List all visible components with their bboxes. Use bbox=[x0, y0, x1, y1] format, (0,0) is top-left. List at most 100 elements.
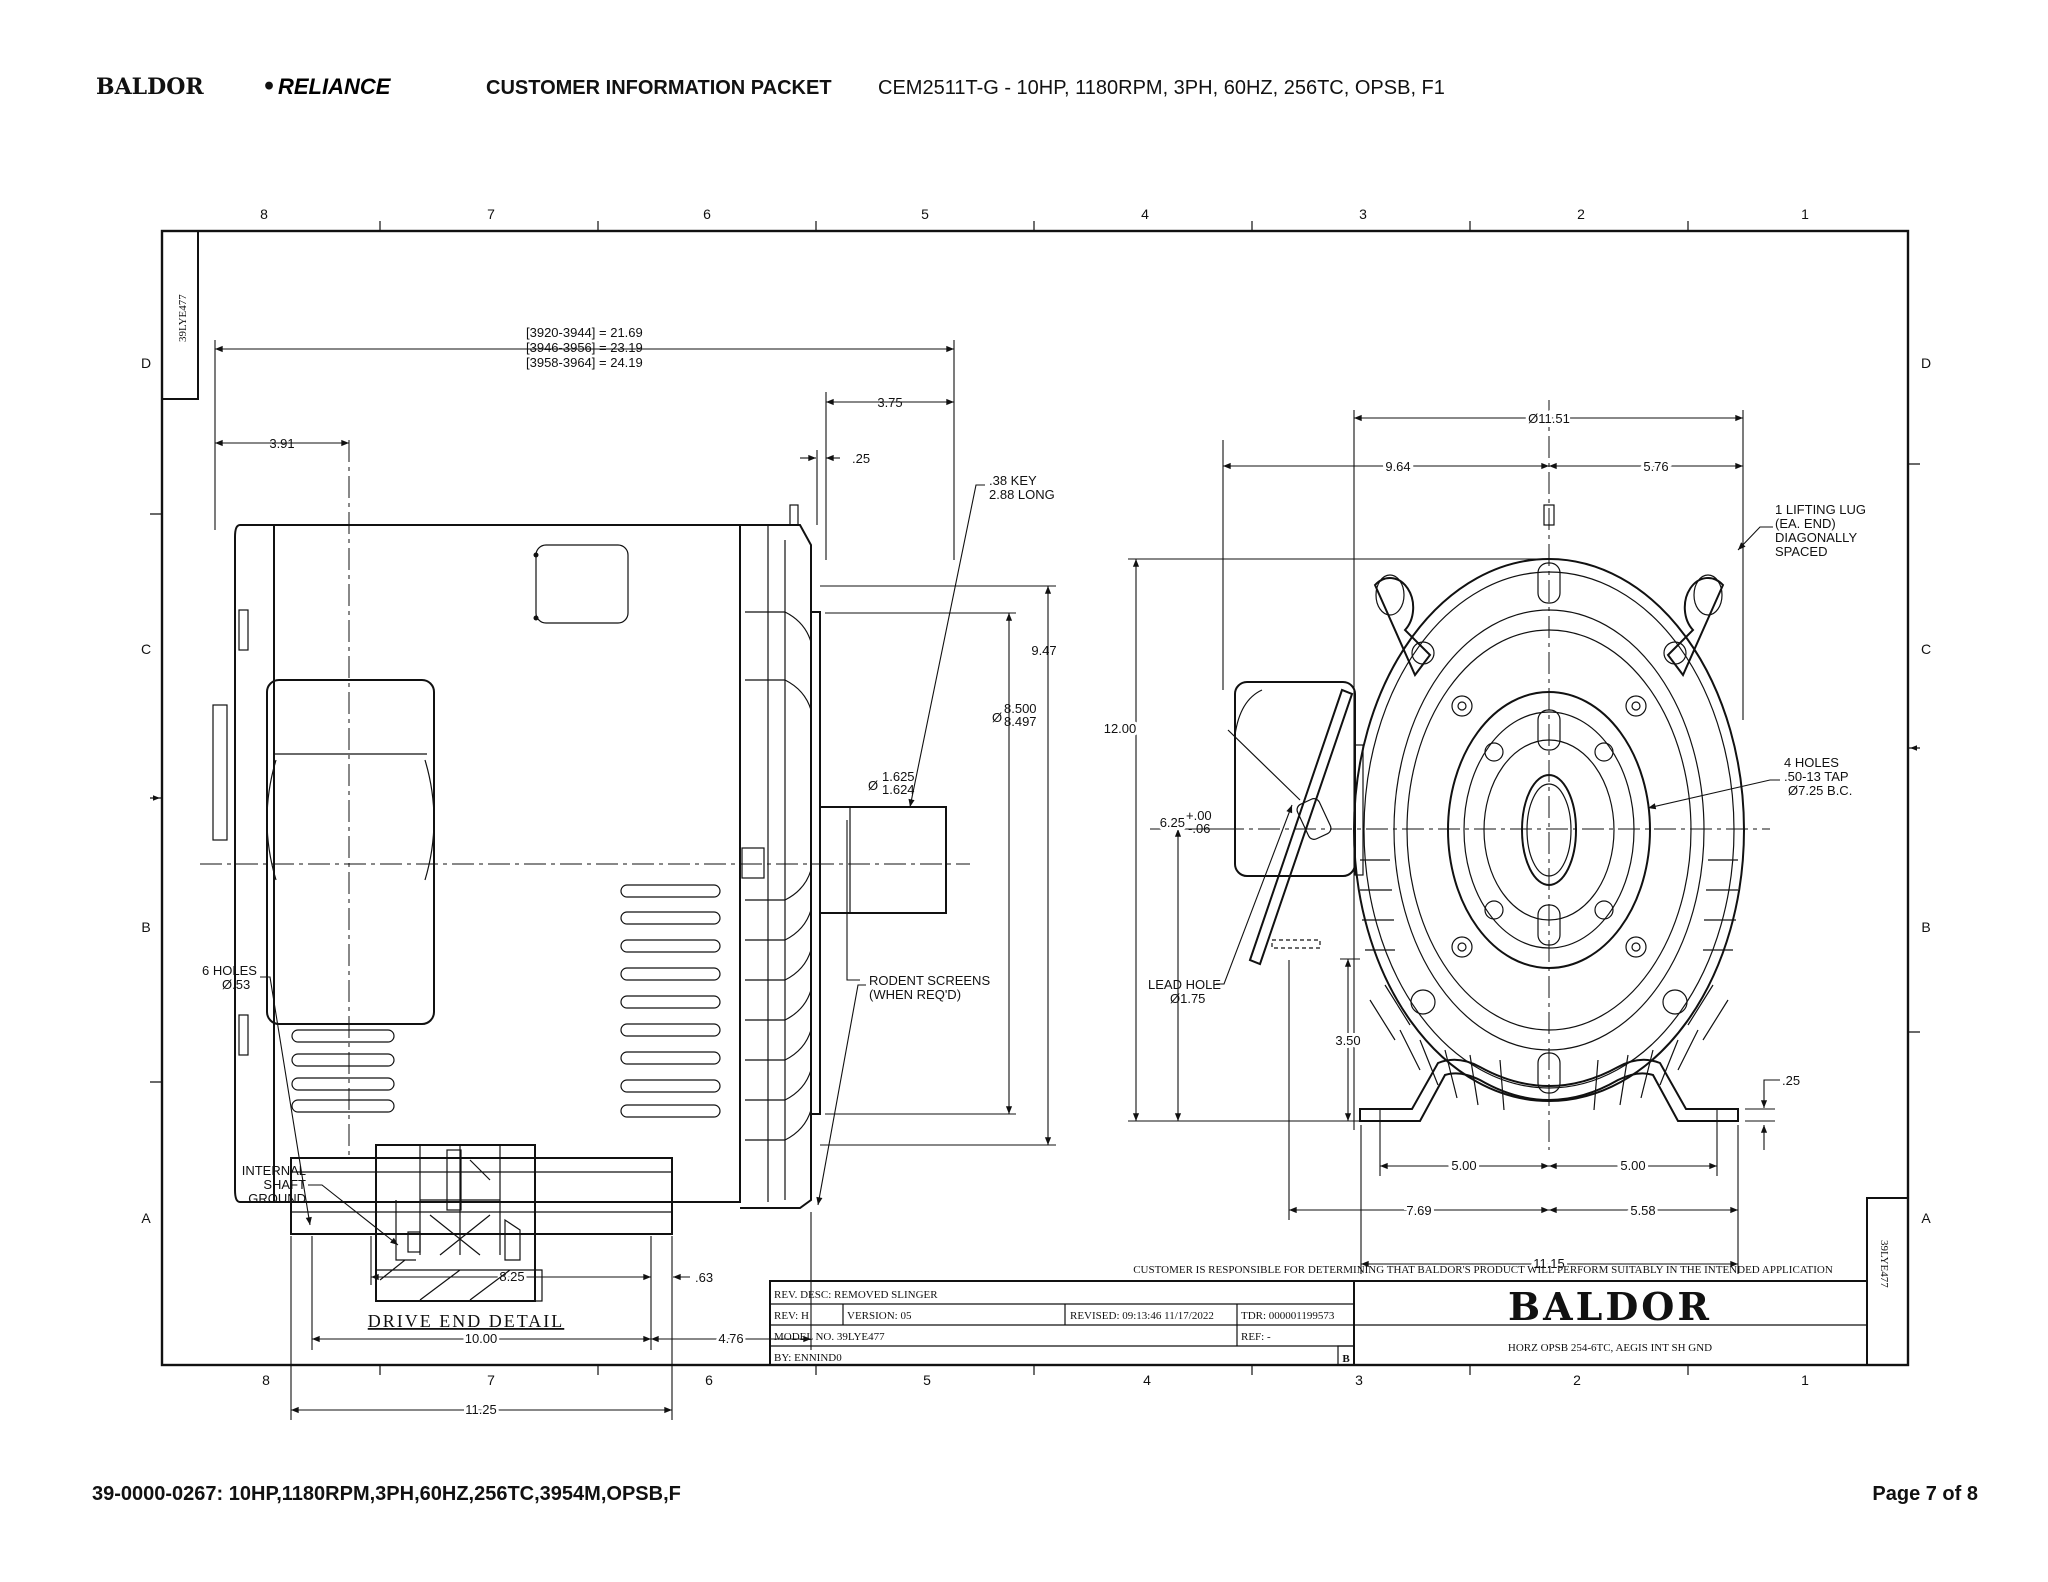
lead-hole-note-2: Ø1.75 bbox=[1170, 991, 1205, 1006]
dim-3-91: 3.91 bbox=[269, 436, 294, 451]
lug-note-3: DIAGONALLY bbox=[1775, 530, 1857, 545]
version: VERSION: 05 bbox=[847, 1310, 912, 1322]
page-number: Page 7 of 8 bbox=[1872, 1483, 1978, 1505]
drawing-description: HORZ OPSB 254-6TC, AEGIS INT SH GND bbox=[1508, 1342, 1712, 1354]
zone-bottom-4: 4 bbox=[1143, 1372, 1151, 1388]
zone-bottom-3: 3 bbox=[1355, 1372, 1363, 1388]
dim-12-00: 12.00 bbox=[1104, 721, 1137, 736]
sheet-size: B bbox=[1342, 1353, 1350, 1365]
zone-top-4: 4 bbox=[1141, 206, 1149, 222]
zone-top-3: 3 bbox=[1359, 206, 1367, 222]
dim-9-64: 9.64 bbox=[1385, 459, 1410, 474]
overall-length-1: [3920-3944] = 21.69 bbox=[526, 325, 643, 340]
tol-plus: +.00 bbox=[1186, 808, 1212, 823]
drawing-id-bottom: 39LYE477 bbox=[1878, 1240, 1890, 1288]
dim-3-50: 3.50 bbox=[1335, 1033, 1360, 1048]
packet-title: CUSTOMER INFORMATION PACKET bbox=[486, 77, 832, 99]
drawing-id-top: 39LYE477 bbox=[177, 294, 189, 342]
zone-top-6: 6 bbox=[703, 206, 711, 222]
dim-7-69: 7.69 bbox=[1406, 1203, 1431, 1218]
holes-note-2: Ø.53 bbox=[222, 977, 250, 992]
end-view-motor bbox=[1150, 400, 1770, 1150]
dim-0-25: .25 bbox=[852, 451, 870, 466]
zone-top-5: 5 bbox=[921, 206, 929, 222]
lead-hole-note-1: LEAD HOLE bbox=[1148, 977, 1221, 992]
zone-bottom-5: 5 bbox=[923, 1372, 931, 1388]
by: BY: ENNIND0 bbox=[774, 1352, 842, 1364]
dim-10-00: 10.00 bbox=[465, 1331, 498, 1346]
zone-right-d: D bbox=[1921, 355, 1931, 371]
dim-4-76: 4.76 bbox=[718, 1331, 743, 1346]
side-view-motor bbox=[200, 440, 970, 1235]
pilot-dia-min: 8.497 bbox=[1004, 714, 1037, 729]
zone-bottom-2: 2 bbox=[1573, 1372, 1581, 1388]
zone-left-a: A bbox=[141, 1210, 151, 1226]
dim-5-00-left: 5.00 bbox=[1451, 1158, 1476, 1173]
zone-top-8: 8 bbox=[260, 206, 268, 222]
page-header: BALDOR • RELIANCE CUSTOMER INFORMATION P… bbox=[96, 74, 1445, 100]
overall-length-3: [3958-3964] = 24.19 bbox=[526, 355, 643, 370]
holes-tap-note-2: .50-13 TAP bbox=[1784, 769, 1849, 784]
detail-callout-1: INTERNAL bbox=[242, 1163, 306, 1178]
rev: REV: H bbox=[774, 1310, 809, 1322]
zone-top-2: 2 bbox=[1577, 206, 1585, 222]
lug-note-4: SPACED bbox=[1775, 544, 1828, 559]
shaft-dia-max: 1.625 bbox=[882, 769, 915, 784]
zone-top-7: 7 bbox=[487, 206, 495, 222]
detail-callout-2: SHAFT bbox=[263, 1177, 306, 1192]
dim-11-25: 11.25 bbox=[465, 1402, 497, 1417]
zone-bottom-6: 6 bbox=[705, 1372, 713, 1388]
baldor-logo: BALDOR bbox=[1508, 1284, 1712, 1329]
zone-right-b: B bbox=[1921, 919, 1930, 935]
dim-8-25: 8.25 bbox=[499, 1269, 524, 1284]
zone-top-1: 1 bbox=[1801, 206, 1809, 222]
model-line: CEM2511T-G - 10HP, 1180RPM, 3PH, 60HZ, 2… bbox=[878, 77, 1445, 99]
ref: REF: - bbox=[1241, 1331, 1271, 1343]
zone-bottom-8: 8 bbox=[262, 1372, 270, 1388]
overall-length-2: [3946-3956] = 23.19 bbox=[526, 340, 643, 355]
holes-tap-note-1: 4 HOLES bbox=[1784, 755, 1839, 770]
detail-callout-3: GROUND bbox=[248, 1191, 306, 1206]
zone-right-c: C bbox=[1921, 641, 1931, 657]
zone-right-a: A bbox=[1921, 1210, 1931, 1226]
shaft-dia-symbol: Ø bbox=[868, 778, 878, 793]
model-no: MODEL NO. 39LYE477 bbox=[774, 1331, 885, 1343]
zone-bottom-1: 1 bbox=[1801, 1372, 1809, 1388]
dim-11-15: 11.15 bbox=[1533, 1256, 1565, 1271]
dim-0-25-end: .25 bbox=[1782, 1073, 1800, 1088]
dim-6-25: 6.25 bbox=[1160, 815, 1185, 830]
revised: REVISED: 09:13:46 11/17/2022 bbox=[1070, 1310, 1214, 1322]
rodent-note-1: RODENT SCREENS bbox=[869, 973, 990, 988]
brand-logo-baldor: BALDOR bbox=[96, 74, 204, 100]
title-block: CUSTOMER IS RESPONSIBLE FOR DETERMINING … bbox=[769, 1264, 1868, 1366]
drive-end-detail: INTERNAL SHAFT GROUND DRIVE END DETAIL bbox=[242, 1144, 565, 1331]
page-footer: 39-0000-0267: 10HP,1180RPM,3PH,60HZ,256T… bbox=[92, 1483, 1978, 1505]
zone-left-b: B bbox=[141, 919, 150, 935]
rev-desc: REV. DESC: REMOVED SLINGER bbox=[774, 1289, 938, 1301]
pilot-dia-symbol: Ø bbox=[992, 710, 1002, 725]
dim-5-00-right: 5.00 bbox=[1620, 1158, 1645, 1173]
key-note-2: 2.88 LONG bbox=[989, 487, 1055, 502]
zone-left-d: D bbox=[141, 355, 151, 371]
end-view-dimensions: Ø11.51 9.64 5.76 12.00 6.25 +.00 -.06 3.… bbox=[1101, 408, 1866, 1274]
dim-5-58: 5.58 bbox=[1630, 1203, 1655, 1218]
zone-bottom-7: 7 bbox=[487, 1372, 495, 1388]
drawing-frame: 8 7 6 5 4 3 2 1 8 7 6 5 4 3 2 1 D C B A … bbox=[141, 206, 1931, 1388]
lug-note-1: 1 LIFTING LUG bbox=[1775, 502, 1866, 517]
zone-left-c: C bbox=[141, 641, 151, 657]
rodent-note-2: (WHEN REQ'D) bbox=[869, 987, 961, 1002]
shaft-dia-min: 1.624 bbox=[882, 782, 915, 797]
dim-11-51: Ø11.51 bbox=[1528, 411, 1570, 426]
side-view-dimensions: [3920-3944] = 21.69 [3946-3956] = 23.19 … bbox=[202, 325, 1057, 1420]
dim-3-75: 3.75 bbox=[877, 395, 902, 410]
brand-logo-reliance: RELIANCE bbox=[278, 74, 392, 99]
detail-title: DRIVE END DETAIL bbox=[368, 1311, 565, 1331]
tol-minus: -.06 bbox=[1188, 821, 1210, 836]
holes-note-1: 6 HOLES bbox=[202, 963, 257, 978]
customer-disclaimer: CUSTOMER IS RESPONSIBLE FOR DETERMINING … bbox=[1133, 1264, 1833, 1276]
vent-slots bbox=[291, 884, 721, 1118]
footer-model: 39-0000-0267: 10HP,1180RPM,3PH,60HZ,256T… bbox=[92, 1483, 681, 1505]
lug-note-2: (EA. END) bbox=[1775, 516, 1836, 531]
tdr: TDR: 000001199573 bbox=[1241, 1310, 1335, 1322]
